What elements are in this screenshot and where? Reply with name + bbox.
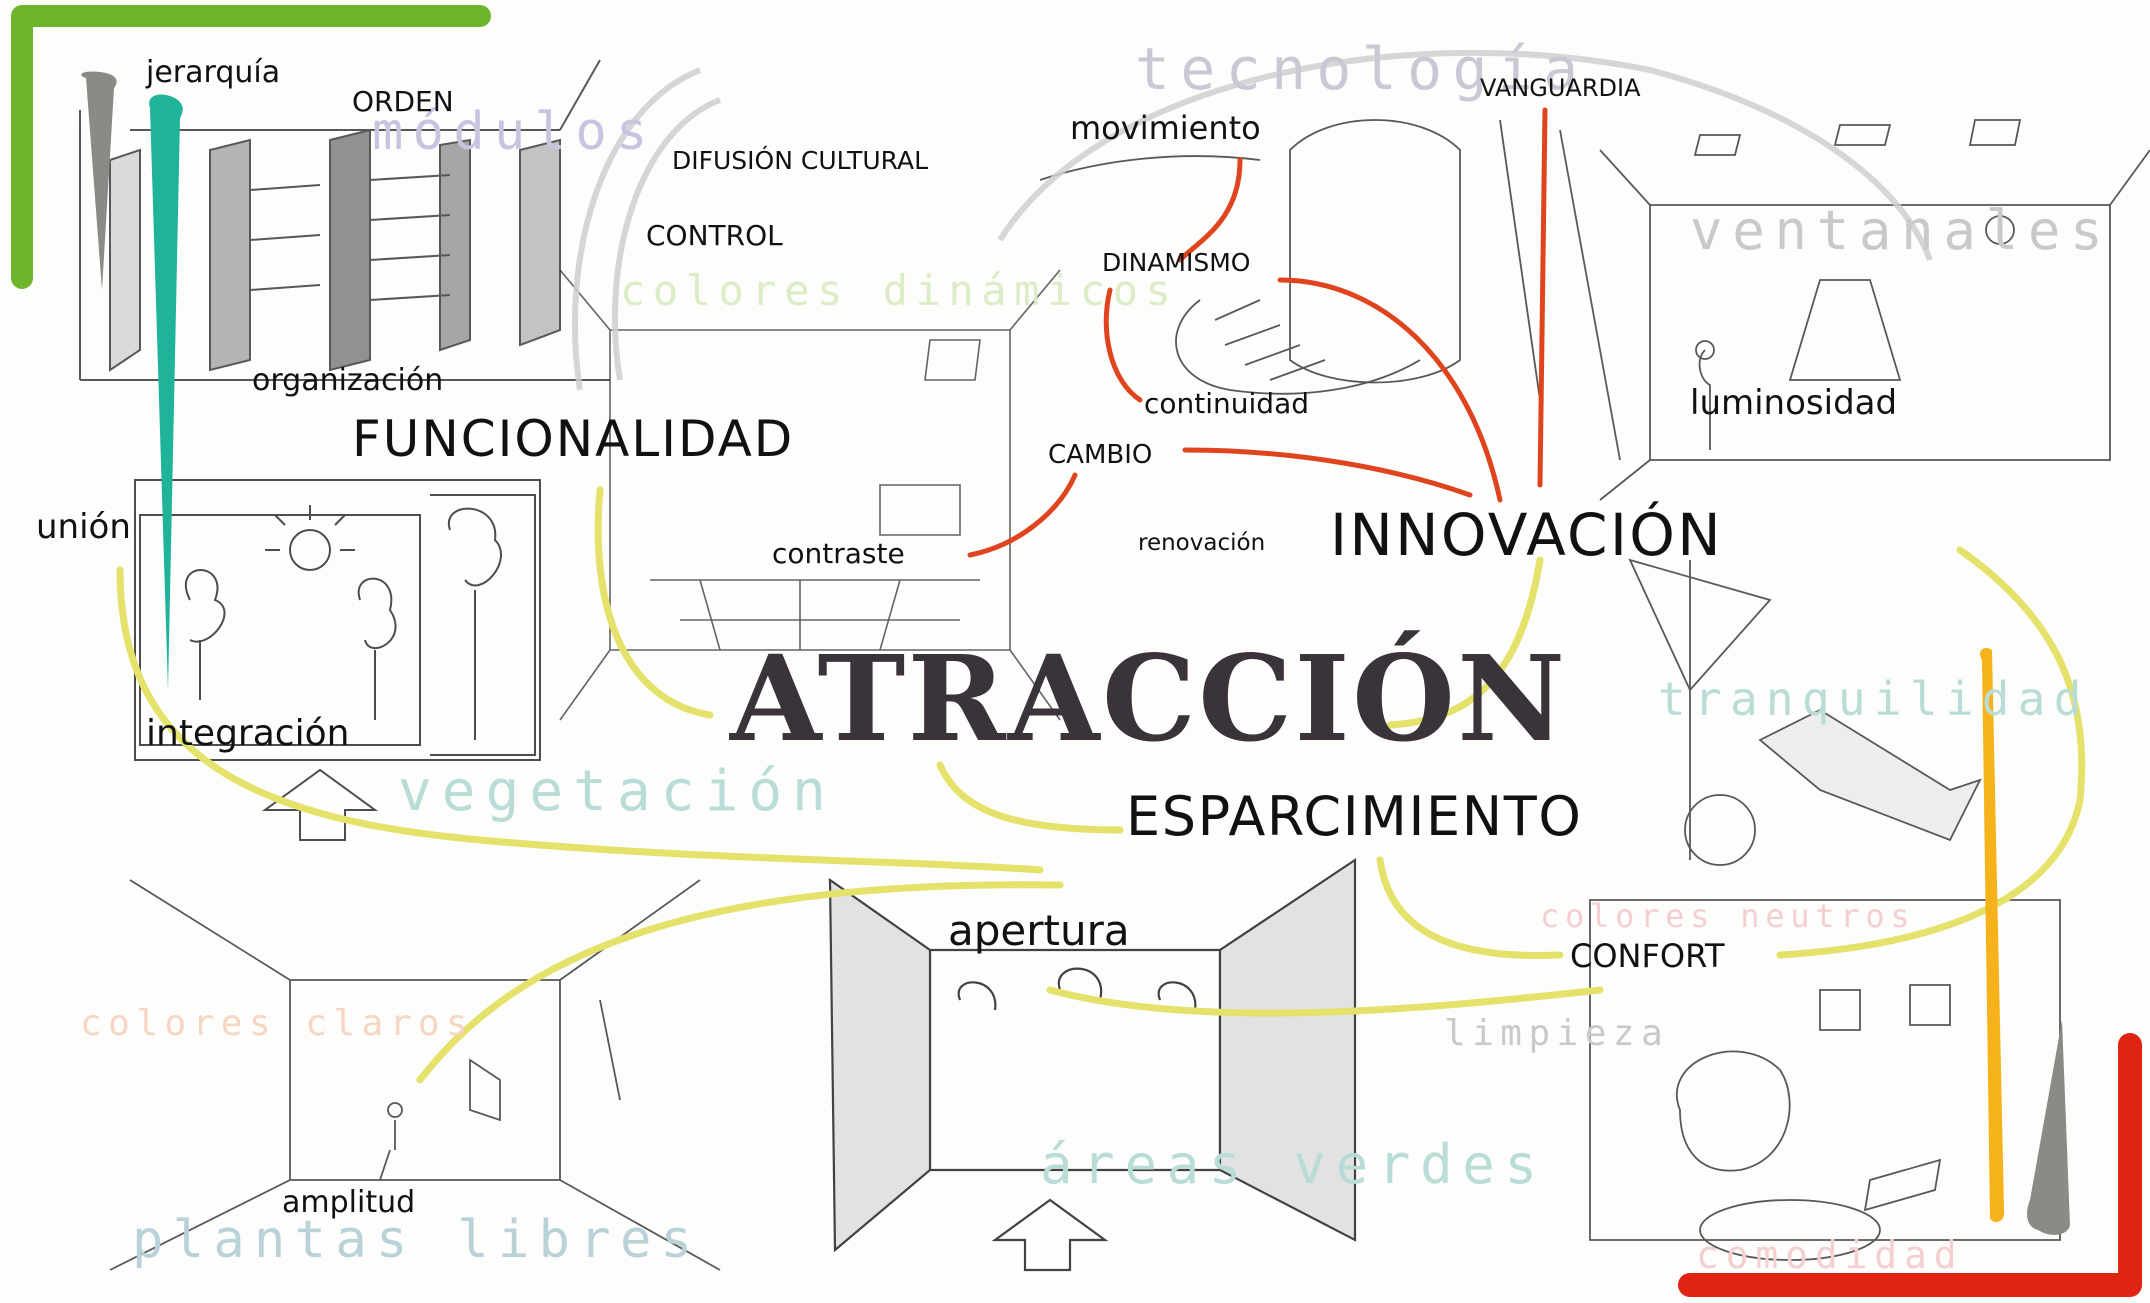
keyword-cambio: CAMBIO [1048,440,1153,470]
yellow-connectors [116,486,2086,1084]
keyword-renovacion: renovación [1138,530,1266,556]
keyword-confort: CONFORT [1570,937,1725,975]
keyword-apertura: apertura [948,906,1130,955]
sketch-shelves [79,59,610,381]
keyword-amplitud: amplitud [282,1185,416,1220]
sketch-lounge [1628,558,1982,866]
ghost-word-ventanales: ventanales [1690,199,2113,262]
central-title: ATRACCIÓN [730,629,1568,768]
sketch-apertura [828,857,1357,1272]
green-corner-frame [11,5,491,289]
ghost-word-colores-neutros: colores neutros [1540,897,1916,935]
keyword-contraste: contraste [772,537,905,570]
keyword-orden: ORDEN [352,85,454,118]
keyword-continuidad: continuidad [1144,387,1310,420]
gray-swirls [572,49,1933,391]
ghost-word-colores-claros: colores claros [80,1003,475,1044]
keyword-vanguardia: VANGUARDIA [1480,74,1641,102]
sketch-integration-room [134,479,541,841]
red-corner-frame [1678,1033,2142,1297]
gray-wedge-left [81,71,117,290]
ghost-word-modulos: módulos [372,102,657,162]
keyword-luminosidad: luminosidad [1690,383,1898,423]
keyword-union: unión [36,507,131,547]
keyword-integracion: integración [146,713,350,754]
sketch-skylight-room [1599,119,2150,501]
keyword-control: CONTROL [646,219,783,252]
ghost-word-limpieza: limpieza [1444,1013,1670,1054]
orange-wedge-right [1980,648,2005,1223]
concept-innovacion: INNOVACIÓN [1330,501,1723,569]
concept-esparcimiento: ESPARCIMIENTO [1126,785,1583,848]
ghost-word-tranquilidad: tranquilidad [1658,672,2090,726]
ghost-word-plantas-libres: plantas libres [132,1210,702,1270]
keyword-jerarquia: jerarquía [146,55,281,90]
sketch-armchair [1589,899,2061,1261]
sketch-stair-tower [1039,119,1621,461]
ghost-word-comodidad: comodidad [1696,1233,1964,1277]
gray-wedge-right [2027,1020,2070,1235]
teal-wedge-left [149,94,183,690]
ghost-word-colores-dinamicos: colores dinámicos [620,266,1179,315]
concept-funcionalidad: FUNCIONALIDAD [352,410,795,468]
keyword-difusion-cultural: DIFUSIÓN CULTURAL [672,146,929,175]
ghost-word-tecnologia: tecnología [1135,35,1589,103]
sketch-corridor [109,879,721,1271]
ghost-word-areas-verdes: áreas verdes [1040,1133,1547,1196]
ghost-word-vegetacion: vegetación [398,759,836,824]
keyword-movimiento: movimiento [1070,109,1261,147]
sketch-contrast-room [559,269,1061,721]
keyword-organizacion: organización [252,363,444,398]
keyword-dinamismo: DINAMISMO [1102,248,1251,277]
red-connectors [967,107,1548,558]
